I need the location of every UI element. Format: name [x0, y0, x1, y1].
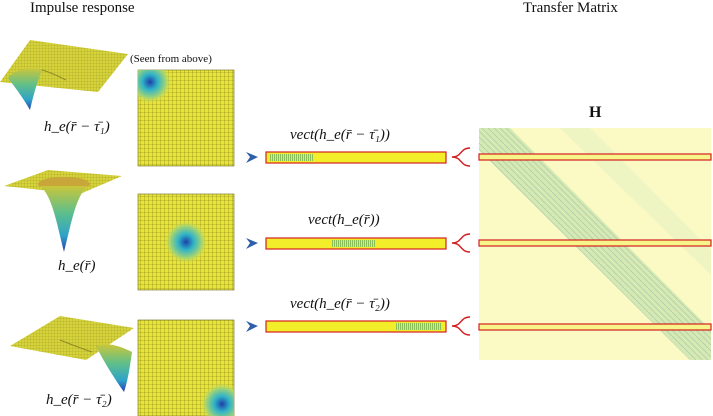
surface-label-tau2: h_e(r̄ − τ̄₂) — [46, 392, 112, 408]
seen-from-above-label: (Seen from above) — [130, 53, 212, 65]
top-view-grid-tau1 — [137, 69, 235, 167]
surface-plot-center — [4, 170, 122, 252]
vect-bar-tau2 — [265, 320, 447, 333]
vect-label-tau1: vect(h_e(r̄ − τ̄₁)) — [290, 127, 390, 143]
top-view-grid-center — [137, 193, 235, 291]
vect-bar-tau1 — [265, 151, 447, 164]
brace-connector — [451, 316, 471, 336]
matrix-h-label: H — [589, 104, 602, 121]
surface-plot-tau1 — [0, 40, 128, 110]
brace-connector — [451, 147, 471, 167]
transfer-matrix — [478, 128, 712, 360]
chevron-arrow-icon — [246, 152, 258, 163]
chevron-arrow-icon — [246, 238, 258, 249]
vect-label-center: vect(h_e(r̄)) — [308, 212, 380, 228]
transfer-matrix-header: Transfer Matrix — [523, 0, 618, 16]
surface-label-center: h_e(r̄) — [58, 258, 96, 274]
vect-label-tau2: vect(h_e(r̄ − τ̄₂)) — [290, 296, 390, 312]
brace-connector — [451, 233, 471, 253]
surface-plot-tau2 — [10, 316, 134, 392]
surface-label-tau1: h_e(r̄ − τ̄₁) — [44, 119, 110, 135]
vect-bar-center — [265, 237, 447, 250]
chevron-arrow-icon — [246, 321, 258, 332]
impulse-response-header: Impulse response — [30, 0, 135, 16]
top-view-grid-tau2 — [137, 319, 235, 416]
